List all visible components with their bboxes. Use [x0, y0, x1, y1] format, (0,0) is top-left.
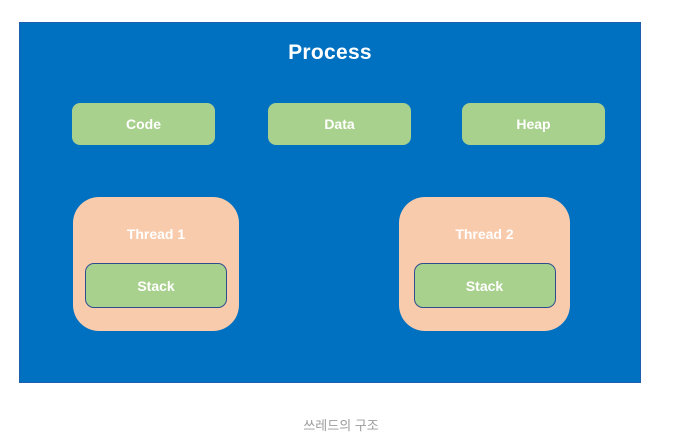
thread-1-stack-box: Stack	[85, 263, 227, 308]
thread-1-card: Thread 1 Stack	[73, 197, 239, 331]
process-title: Process	[288, 41, 372, 64]
thread-2-card: Thread 2 Stack	[399, 197, 570, 331]
diagram-caption: 쓰레드의 구조	[303, 418, 379, 433]
heap-segment-box: Heap	[462, 103, 605, 145]
thread-2-stack-box: Stack	[413, 263, 556, 308]
thread-1-label: Thread 1	[126, 226, 186, 242]
process-container-box: Process Code Data Heap Thread 1 Stack Th…	[19, 22, 641, 383]
data-segment-label: Data	[324, 116, 355, 132]
heap-segment-label: Heap	[516, 116, 551, 132]
code-segment-box: Code	[72, 103, 215, 145]
thread-2-label: Thread 2	[455, 226, 514, 242]
thread-1-stack-label: Stack	[137, 277, 175, 294]
code-segment-label: Code	[126, 116, 161, 132]
thread-2-stack-label: Stack	[465, 277, 504, 294]
data-segment-box: Data	[268, 103, 411, 145]
